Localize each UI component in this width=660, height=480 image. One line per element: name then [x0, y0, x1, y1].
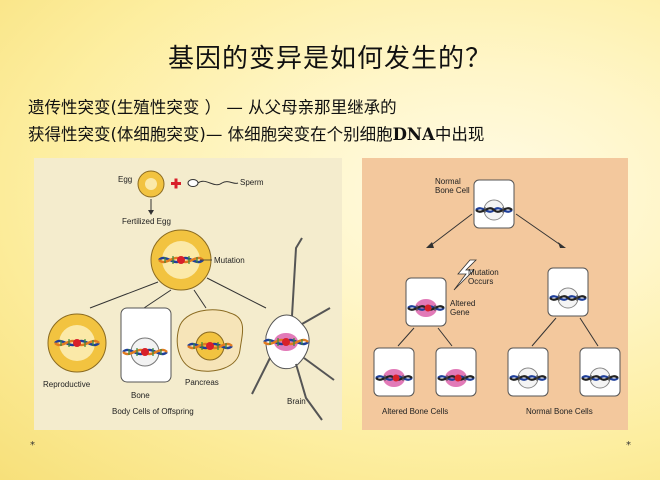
hereditary-mutation-diagram: Egg Sperm Fertilized Egg Mutation [43, 170, 335, 421]
lightning-icon [453, 259, 477, 291]
arrow-head-left-icon [426, 242, 434, 248]
normal-bone-cell-middle [548, 268, 588, 316]
hereditary-mutation-figure: Egg Sperm Fertilized Egg Mutation [34, 158, 342, 430]
arrow-head-icon [148, 210, 154, 215]
altered-bone-cells-label: Altered Bone Cells [382, 407, 448, 416]
branch-arrows-top [429, 213, 563, 247]
egg-label: Egg [118, 175, 132, 184]
altered-bone-cell-1 [374, 348, 414, 396]
bone-label: Bone [131, 391, 150, 400]
acquired-mutation-figure: Normal Bone Cell Mutation Occurs Altered… [362, 158, 628, 430]
altered-gene-line2: Gene [450, 308, 470, 317]
normal-label-line2: Bone Cell [435, 186, 470, 195]
normal-bone-cell-2 [580, 348, 620, 396]
sperm-icon [187, 179, 239, 187]
pancreas-label: Pancreas [185, 378, 219, 387]
normal-label-line1: Normal [435, 177, 461, 186]
acquired-mutation-line: 获得性突变(体细胞突变)— 体细胞突变在个别细胞DNA中出现 [28, 121, 484, 145]
branch-arrows [89, 277, 267, 309]
sperm-label: Sperm [240, 178, 264, 187]
normal-bone-cell-1 [508, 348, 548, 396]
altered-bone-cell-middle [406, 278, 446, 326]
bone-cell-icon [120, 307, 172, 383]
arrow-head-right-icon [558, 242, 566, 248]
footer-mark-right: * [626, 440, 631, 451]
inherited-mutation-line: 遗传性突变(生殖性突变 ） — 从父母亲那里继承的 [28, 98, 397, 117]
body-cells-caption: Body Cells of Offspring [112, 407, 194, 416]
footer-mark-left: * [30, 440, 35, 451]
branch-arrows-bottom [397, 317, 599, 347]
brain-label: Brain [287, 397, 306, 406]
altered-bone-cell-2 [436, 348, 476, 396]
brain-cell-icon [251, 237, 335, 421]
mutation-occurs-line2: Occurs [468, 277, 493, 286]
normal-bone-cells-label: Normal Bone Cells [526, 407, 593, 416]
mutation-occurs-line1: Mutation [468, 268, 499, 277]
reproductive-cell-icon [47, 313, 107, 373]
fertilized-egg-icon [150, 229, 212, 291]
dna-term: DNA [392, 125, 435, 144]
acquired-mutation-text: 获得性突变(体细胞突变)— 体细胞突变在个别细胞 [28, 125, 393, 144]
plus-icon [171, 178, 181, 189]
normal-bone-cell-top [474, 180, 514, 228]
egg-cell-icon [137, 170, 165, 198]
slide-title: 基因的变异是如何发生的？ [167, 44, 492, 74]
altered-gene-line1: Altered [450, 299, 475, 308]
reproductive-label: Reproductive [43, 380, 91, 389]
mutation-label: Mutation [214, 256, 245, 265]
fertilized-egg-label: Fertilized Egg [122, 217, 171, 226]
acquired-mutation-diagram: Normal Bone Cell Mutation Occurs Altered… [362, 177, 628, 416]
acquired-mutation-suffix: 中出现 [434, 125, 485, 144]
pancreas-cell-icon [176, 309, 243, 372]
